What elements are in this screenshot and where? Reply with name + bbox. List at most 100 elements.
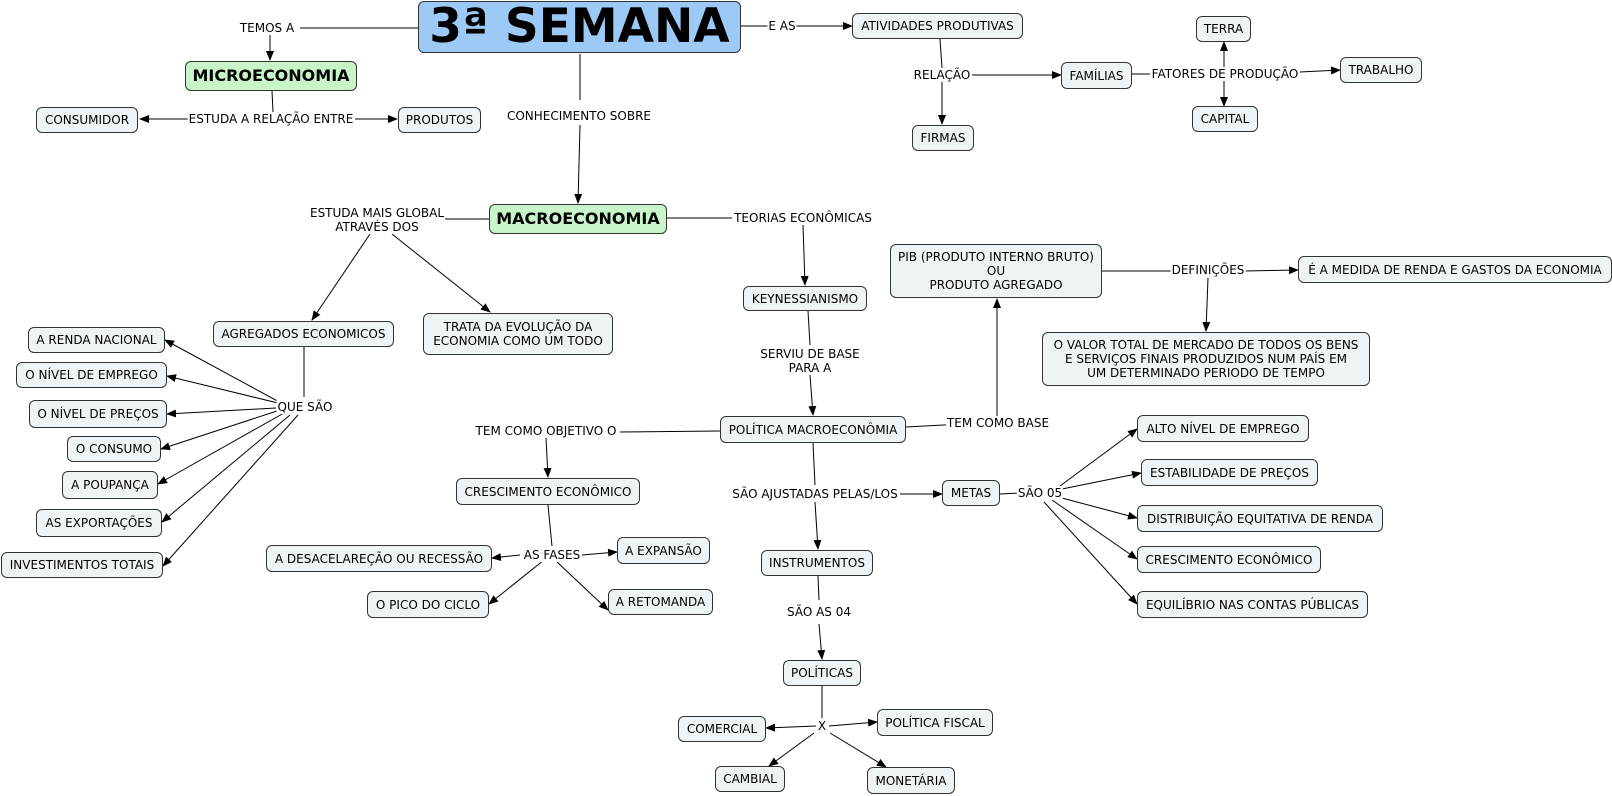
connector-line-46 — [1059, 428, 1138, 487]
node-expansao[interactable]: A EXPANSÃO — [617, 537, 710, 564]
node-metas[interactable]: METAS — [942, 480, 1000, 506]
label-temos-a: TEMOS A — [238, 21, 296, 35]
node-pib[interactable]: PIB (PRODUTO INTERNO BRUTO) OU PRODUTO A… — [890, 244, 1102, 298]
node-instrumentos[interactable]: INSTRUMENTOS — [761, 550, 873, 576]
connector-line-39 — [581, 548, 618, 557]
connector-line-32 — [166, 407, 277, 418]
node-exportacoes[interactable]: AS EXPORTAÇÕES — [36, 509, 162, 537]
node-crescimento[interactable]: CRESCIMENTO ECONÔMICO — [456, 478, 640, 505]
connector-line-37 — [547, 504, 553, 547]
connector-line-40 — [488, 559, 545, 605]
connector-line-54 — [765, 723, 817, 732]
node-renda-nacional[interactable]: A RENDA NACIONAL — [28, 327, 165, 353]
connector-line-57 — [829, 732, 887, 768]
connector-line-34 — [157, 412, 285, 485]
connector-line-51 — [817, 575, 820, 601]
connector-line-33 — [160, 409, 281, 450]
node-comercial[interactable]: COMERCIAL — [678, 716, 766, 742]
node-trabalho[interactable]: TRABALHO — [1340, 57, 1422, 83]
label-teorias: TEORIAS ECONÔMICAS — [733, 211, 873, 225]
label-serviu-base: SERVIU DE BASE PARA A — [759, 347, 861, 375]
map-title[interactable]: 3ª SEMANA — [418, 1, 741, 53]
connector-line-56 — [768, 732, 815, 767]
label-estuda-global: ESTUDA MAIS GLOBAL ATRAVÉS DOS — [308, 206, 446, 234]
connector-line-2 — [271, 90, 274, 113]
label-sao-05: SÃO 05 — [1016, 486, 1064, 500]
label-e-as: E AS — [767, 19, 797, 33]
node-monetaria[interactable]: MONETÁRIA — [867, 767, 955, 794]
connector-line-23 — [807, 310, 811, 346]
label-x: X — [816, 719, 828, 733]
node-capital[interactable]: CAPITAL — [1192, 106, 1258, 132]
connector-line-45 — [999, 492, 1021, 495]
connector-line-55 — [828, 718, 878, 727]
connector-line-19 — [800, 224, 809, 286]
node-crescimento-2[interactable]: CRESCIMENTO ECONÔMICO — [1137, 546, 1321, 573]
connector-line-36 — [162, 414, 299, 567]
connector-line-52 — [817, 623, 826, 660]
connector-line-38 — [491, 553, 521, 562]
node-politica-macro[interactable]: POLÍTICA MACROECONÔMIA — [720, 416, 906, 443]
node-familias[interactable]: FAMÍLIAS — [1061, 62, 1132, 89]
node-retomanda[interactable]: A RETOMANDA — [608, 589, 713, 615]
connector-line-48 — [1061, 497, 1138, 520]
connector-line-47 — [1061, 470, 1142, 490]
node-terra[interactable]: TERRA — [1196, 16, 1251, 42]
label-fatores: FATORES DE PRODUÇÃO — [1150, 67, 1300, 81]
connector-line-17 — [391, 233, 491, 313]
label-conhecimento: CONHECIMENTO SOBRE — [505, 109, 653, 123]
node-consumidor[interactable]: CONSUMIDOR — [36, 107, 138, 133]
label-ajustadas: SÃO AJUSTADAS PELAS/LOS — [731, 487, 899, 501]
node-agregados[interactable]: AGREGADOS ECONOMICOS — [213, 321, 394, 347]
node-pico[interactable]: O PICO DO CICLO — [367, 591, 489, 618]
label-sao-as-04: SÃO AS 04 — [785, 605, 853, 619]
label-definicoes: DEFINIÇÕES — [1170, 263, 1246, 277]
node-politica-fiscal[interactable]: POLÍTICA FISCAL — [877, 709, 993, 736]
connector-line-22 — [1202, 277, 1211, 332]
node-keynessianismo[interactable]: KEYNESSIANISMO — [743, 286, 867, 311]
connector-line-21 — [1243, 266, 1299, 275]
connector-line-24 — [808, 374, 817, 416]
connector-line-16 — [311, 233, 371, 321]
connector-line-44 — [813, 501, 822, 550]
node-microeconomia[interactable]: MICROECONOMIA — [185, 61, 357, 91]
node-macroeconomia[interactable]: MACROECONOMIA — [489, 204, 667, 234]
label-relacao: RELAÇÃO — [912, 68, 972, 82]
node-atividades-produtivas[interactable]: ATIVIDADES PRODUTIVAS — [852, 13, 1023, 39]
connector-line-14 — [1299, 66, 1341, 75]
label-estuda-relacao: ESTUDA A RELAÇÃO ENTRE — [187, 112, 355, 126]
connector-line-35 — [161, 414, 291, 523]
connector-line-30 — [164, 339, 284, 405]
node-politicas[interactable]: POLÍTICAS — [783, 660, 861, 686]
node-poupanca[interactable]: A POUPANÇA — [62, 471, 158, 499]
node-produtos[interactable]: PRODUTOS — [398, 107, 481, 133]
connector-line-7 — [574, 124, 583, 204]
node-alto-emprego[interactable]: ALTO NÍVEL DE EMPREGO — [1137, 415, 1309, 442]
node-medida-renda[interactable]: É A MEDIDA DE RENDA E GASTOS DA ECONOMIA — [1298, 256, 1612, 283]
connector-line-28 — [543, 437, 552, 478]
node-desaceleracao[interactable]: A DESACELAREÇÃO OU RECESSÃO — [266, 545, 492, 572]
node-distribuicao[interactable]: DISTRIBUIÇÃO EQUITATIVA DE RENDA — [1137, 505, 1383, 532]
connector-line-42 — [812, 442, 816, 486]
node-investimentos[interactable]: INVESTIMENTOS TOTAIS — [1, 552, 163, 578]
node-firmas[interactable]: FIRMAS — [912, 125, 974, 151]
label-as-fases: AS FASES — [522, 548, 582, 562]
node-nivel-emprego[interactable]: O NÍVEL DE EMPREGO — [16, 362, 167, 388]
connector-line-49 — [1051, 499, 1138, 560]
node-trata-evolucao[interactable]: TRATA DA EVOLUÇÃO DA ECONOMIA COMO UM TO… — [423, 313, 613, 355]
node-estabilidade[interactable]: ESTABILIDADE DE PREÇOS — [1141, 459, 1318, 486]
label-que-sao: QUE SÃO — [276, 400, 334, 414]
connector-line-27 — [619, 430, 721, 433]
connector-line-31 — [166, 374, 283, 405]
connector-line-8 — [939, 38, 943, 69]
node-valor-total[interactable]: O VALOR TOTAL DE MERCADO DE TODOS OS BEN… — [1042, 332, 1370, 386]
node-nivel-precos[interactable]: O NÍVEL DE PREÇOS — [29, 400, 167, 428]
node-cambial[interactable]: CAMBIAL — [715, 766, 785, 792]
node-consumo[interactable]: O CONSUMO — [67, 436, 161, 462]
connector-line-50 — [1043, 501, 1138, 605]
connector-line-41 — [556, 561, 609, 611]
node-equilibrio[interactable]: EQUILÍBRIO NAS CONTAS PÚBLICAS — [1137, 591, 1368, 618]
label-tem-objetivo: TEM COMO OBJETIVO O — [474, 424, 618, 438]
